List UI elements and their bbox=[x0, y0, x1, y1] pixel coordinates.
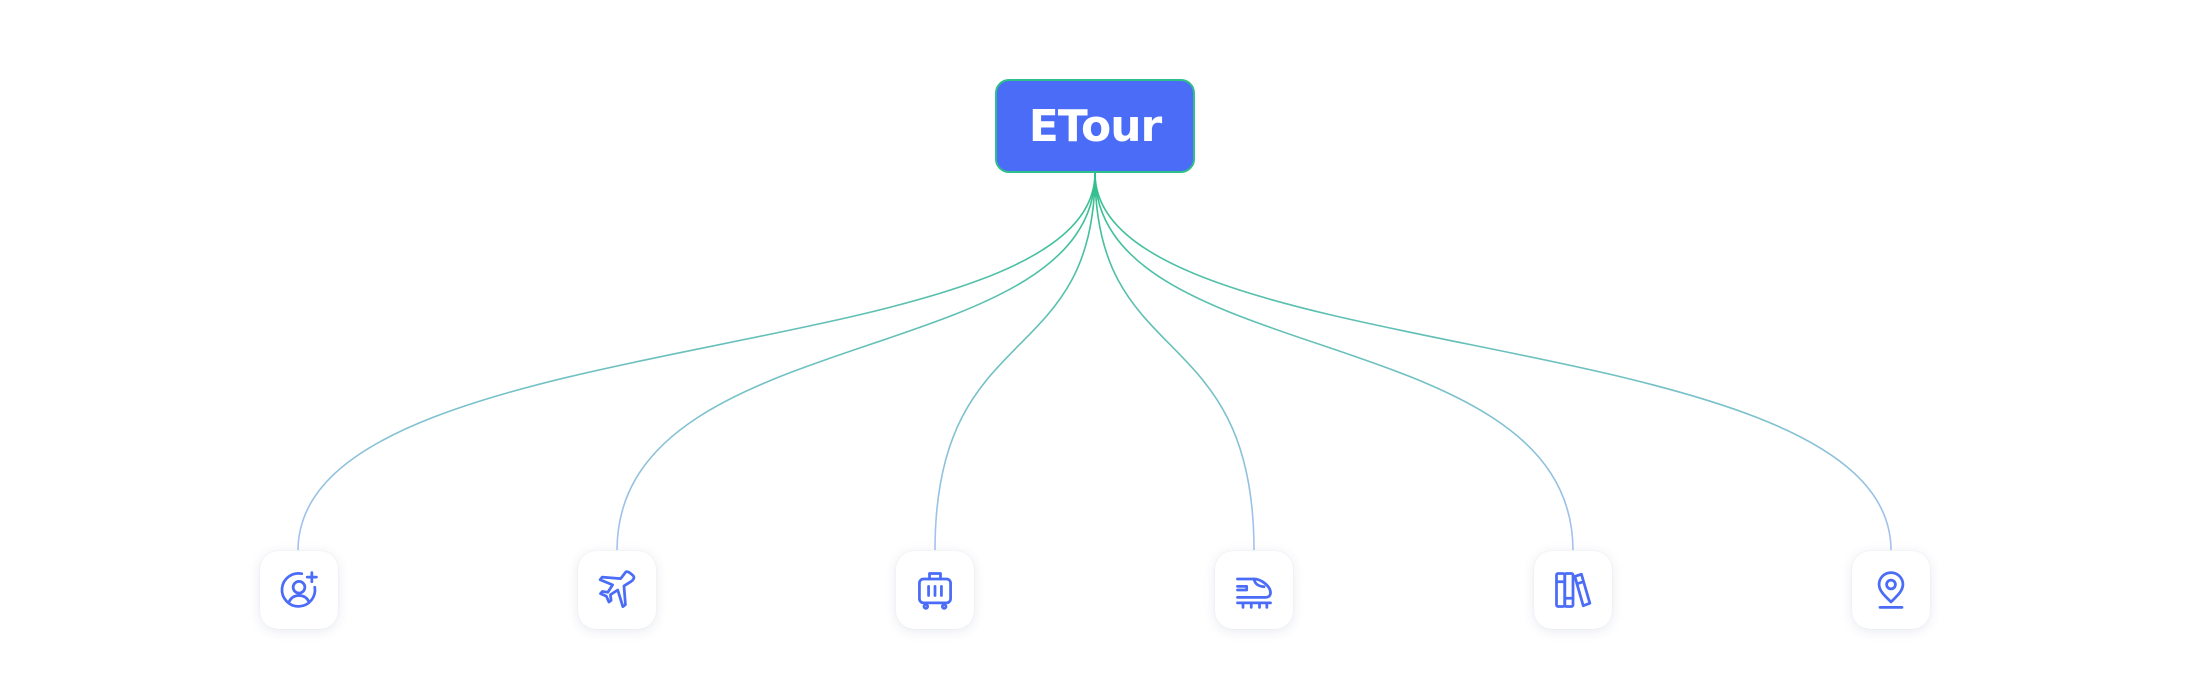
leaf-train[interactable] bbox=[1215, 551, 1293, 629]
leaf-location[interactable] bbox=[1852, 551, 1930, 629]
luggage-icon bbox=[918, 572, 952, 610]
leaf-library[interactable] bbox=[1534, 551, 1612, 629]
map-pin-icon bbox=[1877, 571, 1905, 609]
leaf-user[interactable] bbox=[260, 551, 338, 629]
leaf-luggage[interactable] bbox=[896, 551, 974, 629]
root-node-etour[interactable]: ETour bbox=[995, 79, 1195, 173]
airplane-icon bbox=[598, 570, 636, 609]
connector-luggage bbox=[934, 172, 1096, 551]
library-books-icon bbox=[1555, 572, 1592, 608]
connector-user bbox=[297, 172, 1096, 551]
connector-location bbox=[1094, 172, 1892, 551]
connector-flight bbox=[616, 172, 1096, 551]
connector-train bbox=[1094, 172, 1255, 551]
leaf-flight[interactable] bbox=[578, 551, 656, 629]
root-node-label: ETour bbox=[1028, 100, 1162, 152]
connector-library bbox=[1094, 172, 1574, 551]
train-icon bbox=[1236, 577, 1272, 609]
user-plus-icon bbox=[280, 571, 318, 608]
